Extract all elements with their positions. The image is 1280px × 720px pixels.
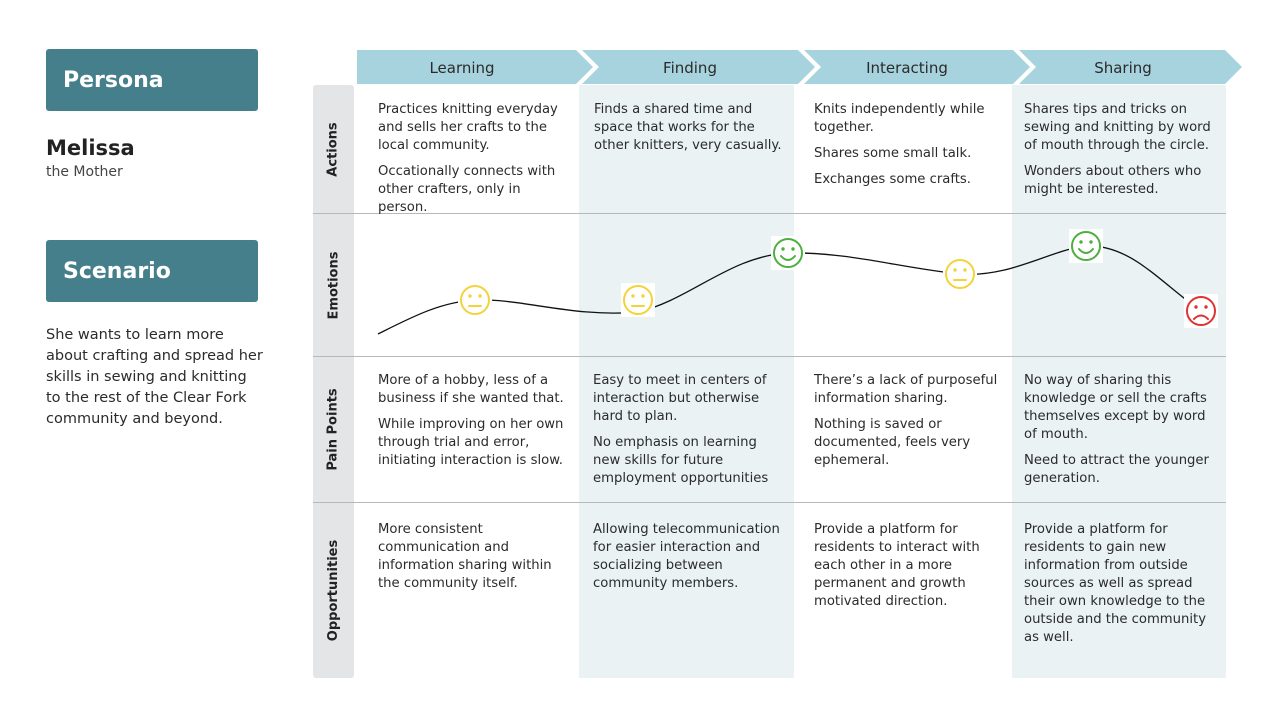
persona-name: Melissa xyxy=(46,136,135,160)
sad-face-icon xyxy=(1184,294,1218,328)
opportunities-finding: Allowing telecommunication for easier in… xyxy=(593,521,783,601)
pain-point-text: Easy to meet in centers of interaction b… xyxy=(593,373,767,424)
stage-label-learning: Learning xyxy=(429,58,495,77)
pain-point-text: Need to attract the younger generation. xyxy=(1024,453,1209,486)
scenario-text: She wants to learn more about crafting a… xyxy=(46,327,263,427)
action-text: Knits independently while together. xyxy=(814,102,985,135)
row-divider xyxy=(313,356,1226,357)
action-text: Shares some small talk. xyxy=(814,146,972,161)
pain-points-learning: More of a hobby, less of a business if s… xyxy=(378,372,568,478)
pain-point-text: More of a hobby, less of a business if s… xyxy=(378,373,564,406)
pain-points-interacting: There’s a lack of purposeful information… xyxy=(814,372,999,478)
action-text: Exchanges some crafts. xyxy=(814,172,971,187)
opportunities-interacting: Provide a platform for residents to inte… xyxy=(814,521,1009,619)
stage-arrow-interacting xyxy=(804,50,1030,84)
pain-point-text: While improving on her own through trial… xyxy=(378,417,564,468)
opportunities-learning: More consistent communication and inform… xyxy=(378,521,570,601)
actions-interacting: Knits independently while together. Shar… xyxy=(814,101,999,197)
scenario-heading: Scenario xyxy=(46,240,258,302)
stage-arrow-sharing xyxy=(1019,50,1242,84)
action-text: Wonders about others who might be intere… xyxy=(1024,164,1202,197)
opportunities-sharing: Provide a platform for residents to gain… xyxy=(1024,521,1219,655)
stage-label-finding: Finding xyxy=(663,58,717,77)
finding-column-shade xyxy=(579,85,794,678)
row-divider xyxy=(313,213,1226,214)
stage-arrow-learning xyxy=(357,50,593,84)
persona-role: the Mother xyxy=(46,164,123,180)
actions-finding: Finds a shared time and space that works… xyxy=(594,101,789,163)
pain-point-text: No way of sharing this knowledge or sell… xyxy=(1024,373,1207,442)
pain-point-text: No emphasis on learning new skills for f… xyxy=(593,435,769,486)
actions-sharing: Shares tips and tricks on sewing and kni… xyxy=(1024,101,1219,207)
action-text: Occationally connects with other crafter… xyxy=(378,164,556,215)
opportunity-text: Provide a platform for residents to inte… xyxy=(814,522,980,609)
happy-face-icon xyxy=(1069,229,1103,263)
neutral-face-icon xyxy=(943,257,977,291)
actions-learning: Practices knitting everyday and sells he… xyxy=(378,101,568,225)
row-divider xyxy=(313,502,1226,503)
happy-face-icon xyxy=(771,236,805,270)
stage-label-interacting: Interacting xyxy=(866,58,948,77)
pain-point-text: There’s a lack of purposeful information… xyxy=(814,373,998,406)
stage-label-sharing: Sharing xyxy=(1094,58,1152,77)
neutral-face-icon xyxy=(458,283,492,317)
stage-header xyxy=(357,50,1242,84)
action-text: Shares tips and tricks on sewing and kni… xyxy=(1024,102,1211,153)
pain-point-text: Nothing is saved or documented, feels ve… xyxy=(814,417,971,468)
opportunity-text: Allowing telecommunication for easier in… xyxy=(593,522,780,591)
row-label-column xyxy=(313,85,354,678)
persona-heading: Persona xyxy=(46,49,258,111)
pain-points-sharing: No way of sharing this knowledge or sell… xyxy=(1024,372,1219,496)
sharing-column-shade xyxy=(1012,85,1226,678)
action-text: Finds a shared time and space that works… xyxy=(594,102,782,153)
opportunity-text: Provide a platform for residents to gain… xyxy=(1024,522,1207,645)
neutral-face-icon xyxy=(621,283,655,317)
action-text: Practices knitting everyday and sells he… xyxy=(378,102,558,153)
opportunity-text: More consistent communication and inform… xyxy=(378,522,552,591)
stage-arrow-finding xyxy=(582,50,815,84)
pain-points-finding: Easy to meet in centers of interaction b… xyxy=(593,372,788,496)
